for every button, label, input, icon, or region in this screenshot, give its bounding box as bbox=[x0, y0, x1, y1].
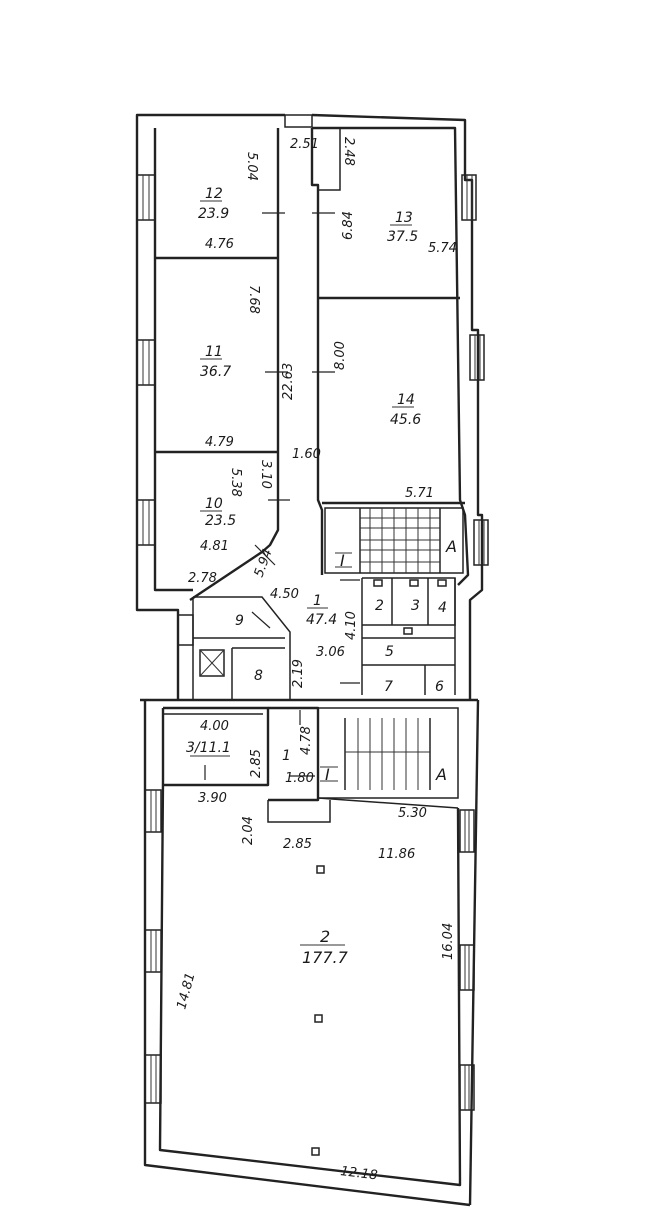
room-13-number: 13 bbox=[395, 210, 413, 226]
lower-building bbox=[140, 698, 480, 1207]
room-1-upper-area: 47.4 bbox=[306, 612, 337, 628]
windows-right-lower bbox=[459, 809, 475, 1111]
room-2-hall-area: 177.7 bbox=[302, 948, 349, 967]
elevator-shaft bbox=[199, 649, 225, 677]
room-14-area: 45.6 bbox=[390, 412, 421, 428]
dim-1-80: 1.80 bbox=[285, 771, 314, 786]
dim-2-78: 2.78 bbox=[188, 571, 217, 586]
dim-4-50: 4.50 bbox=[270, 587, 299, 602]
dim-3-10: 3.10 bbox=[258, 460, 273, 489]
room-4-small-number: 4 bbox=[438, 600, 447, 616]
dim-12-18: 12.18 bbox=[340, 1164, 379, 1183]
room-12-area: 23.9 bbox=[198, 206, 229, 222]
dim-4-10: 4.10 bbox=[344, 611, 359, 640]
room-3-lower-label: 3/11.1 bbox=[186, 740, 231, 756]
vestibule-entry bbox=[267, 800, 331, 823]
upper-building bbox=[135, 113, 489, 700]
room-1-upper-number: 1 bbox=[313, 593, 322, 609]
dim-7-68: 7.68 bbox=[246, 285, 261, 314]
dim-5-38: 5.38 bbox=[228, 468, 243, 497]
dim-6-84: 6.84 bbox=[341, 211, 356, 240]
dim-2-19: 2.19 bbox=[291, 659, 306, 688]
dim-16-04: 16.04 bbox=[441, 923, 456, 960]
upper-outer-wall-left bbox=[135, 113, 285, 700]
dim-2-85-b: 2.85 bbox=[283, 837, 312, 852]
room-9-number: 9 bbox=[235, 613, 244, 629]
room-10-area: 23.5 bbox=[205, 513, 236, 529]
dim-2-04: 2.04 bbox=[241, 816, 256, 845]
upper-outer-wall-right bbox=[311, 113, 484, 700]
room-14-number: 14 bbox=[397, 392, 415, 408]
stair-upper-marker-i: I bbox=[340, 551, 345, 570]
dimension-labels: 2.51 2.48 5.04 4.76 6.84 5.74 7.68 22.63… bbox=[174, 137, 457, 1184]
room-2-small-number: 2 bbox=[375, 598, 384, 614]
dim-3-06: 3.06 bbox=[316, 645, 345, 660]
upper-inner-wall-left bbox=[153, 128, 193, 592]
stair-lower-marker-i: I bbox=[325, 765, 330, 784]
room-8-number: 8 bbox=[254, 668, 263, 684]
room-2-hall-number: 2 bbox=[320, 927, 330, 946]
room-3-small-number: 3 bbox=[411, 598, 420, 614]
room-13-area: 37.5 bbox=[387, 229, 418, 245]
corridor-left-wall bbox=[189, 128, 280, 601]
windows-left-lower bbox=[144, 789, 162, 1104]
room-labels: 12 23.9 13 37.5 11 36.7 14 45.6 10 23.5 … bbox=[186, 186, 447, 967]
dim-5-04: 5.04 bbox=[244, 152, 259, 181]
room-3-walls bbox=[163, 706, 270, 787]
dim-4-76: 4.76 bbox=[205, 237, 234, 252]
room-11-area: 36.7 bbox=[200, 364, 231, 380]
rooms-9-8-block bbox=[177, 596, 291, 700]
stair-upper bbox=[324, 507, 464, 574]
dim-5-94: 5.94 bbox=[252, 547, 276, 579]
corridor-notch bbox=[318, 128, 341, 191]
room-6-number: 6 bbox=[435, 679, 444, 695]
room-5-number: 5 bbox=[385, 644, 394, 660]
top-opening bbox=[284, 114, 313, 128]
windows-left-upper bbox=[136, 174, 156, 546]
dim-4-00: 4.00 bbox=[200, 719, 229, 734]
dim-4-81: 4.81 bbox=[200, 539, 229, 554]
dim-14-81: 14.81 bbox=[174, 971, 198, 1011]
room-1-lower-number: 1 bbox=[282, 748, 291, 764]
dim-8-00: 8.00 bbox=[333, 341, 348, 370]
stair-lower-marker-a: A bbox=[435, 765, 447, 784]
dim-5-71: 5.71 bbox=[405, 486, 434, 501]
dim-2-51: 2.51 bbox=[290, 137, 319, 152]
dim-5-30: 5.30 bbox=[398, 806, 427, 821]
dim-4-79: 4.79 bbox=[205, 435, 234, 450]
dim-2-85-a: 2.85 bbox=[249, 749, 264, 778]
dim-3-90: 3.90 bbox=[198, 791, 227, 806]
lower-inner-wall bbox=[158, 708, 462, 1187]
dim-4-78: 4.78 bbox=[299, 726, 314, 755]
hall-columns bbox=[311, 865, 325, 1156]
room-7-number: 7 bbox=[384, 679, 393, 695]
corridor-right-wall bbox=[310, 128, 324, 575]
room-12-number: 12 bbox=[205, 186, 223, 202]
dim-2-48: 2.48 bbox=[341, 137, 356, 166]
stair-markers: I A I A bbox=[320, 537, 457, 784]
room-11-number: 11 bbox=[205, 344, 223, 360]
stair-upper-marker-a: A bbox=[445, 537, 457, 556]
door-marks-upper bbox=[251, 212, 335, 629]
windows-right-upper bbox=[461, 174, 489, 566]
stair-lower bbox=[317, 707, 459, 809]
window-left-lower-annex bbox=[177, 614, 194, 646]
room-10-number: 10 bbox=[205, 496, 223, 512]
dim-1-60: 1.60 bbox=[292, 447, 321, 462]
dim-22-63: 22.63 bbox=[281, 363, 296, 400]
lower-outer-left bbox=[143, 700, 471, 1207]
dim-11-86: 11.86 bbox=[378, 847, 415, 862]
dim-5-74: 5.74 bbox=[428, 241, 457, 256]
small-rooms-block bbox=[340, 577, 456, 695]
